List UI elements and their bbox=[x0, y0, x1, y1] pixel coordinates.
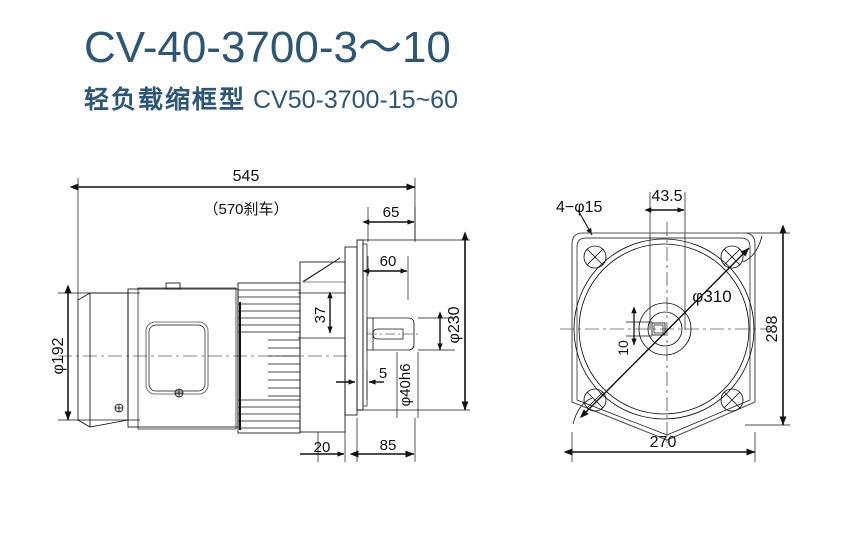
flange-circles bbox=[573, 238, 755, 420]
center-shaft bbox=[638, 302, 692, 356]
gearbox-housing bbox=[299, 257, 346, 433]
bolt-holes bbox=[583, 245, 744, 412]
witness-lines-left bbox=[58, 178, 470, 462]
output-flange bbox=[344, 239, 368, 416]
mounting-plate bbox=[571, 232, 756, 441]
label-flange-diameter: φ230 bbox=[446, 306, 463, 343]
label-motor-diameter: φ192 bbox=[50, 337, 67, 374]
label-plate-height: 288 bbox=[764, 316, 781, 343]
terminal-box bbox=[114, 321, 209, 413]
label-keyway-offset: 43.5 bbox=[651, 188, 682, 205]
front-view-group bbox=[560, 192, 790, 462]
label-shaft-center-height: 37 bbox=[312, 307, 329, 324]
output-shaft bbox=[366, 317, 418, 351]
page-subtitle: 轻负载缩框型 CV50-3700-15~60 bbox=[84, 88, 458, 113]
front-view-labels: 4−φ15 43.5 φ310 10 288 270 bbox=[556, 188, 781, 451]
label-box-offset: 20 bbox=[314, 439, 331, 456]
cooling-fins bbox=[238, 289, 300, 429]
label-bolt-circle: φ310 bbox=[692, 287, 731, 306]
dimension-keyway-width bbox=[626, 306, 652, 346]
label-shaft-length: 60 bbox=[380, 253, 397, 270]
bolt-hole bbox=[720, 388, 744, 412]
label-bolt-holes: 4−φ15 bbox=[556, 199, 603, 216]
bolt-hole bbox=[583, 388, 607, 412]
label-brake-note: （570刹车） bbox=[203, 201, 288, 218]
page-subtitle-cn: 轻负载缩框型 bbox=[84, 86, 247, 114]
label-flange-offset: 65 bbox=[383, 204, 400, 221]
bolt-hole bbox=[720, 245, 744, 269]
label-overall-length: 545 bbox=[233, 168, 260, 185]
label-plate-width: 270 bbox=[650, 434, 677, 451]
side-view-group bbox=[58, 178, 470, 462]
label-gearbox-length: 85 bbox=[380, 437, 397, 454]
page-subtitle-en: CV50-3700-15~60 bbox=[252, 86, 458, 114]
motor-end-cap bbox=[77, 292, 129, 428]
bolt-hole bbox=[583, 245, 607, 269]
label-shaft-diameter: φ40h6 bbox=[397, 363, 414, 406]
leader-bolt-holes bbox=[577, 209, 593, 236]
page-title: CV-40-3700-3～10 bbox=[84, 23, 451, 72]
motor-body bbox=[127, 282, 301, 434]
label-keyway-width: 10 bbox=[615, 340, 631, 356]
side-view-labels: 545 （570刹车） 65 60 φ192 37 φ230 φ40h6 5 2… bbox=[50, 168, 463, 456]
label-flange-thickness: 5 bbox=[379, 365, 387, 382]
